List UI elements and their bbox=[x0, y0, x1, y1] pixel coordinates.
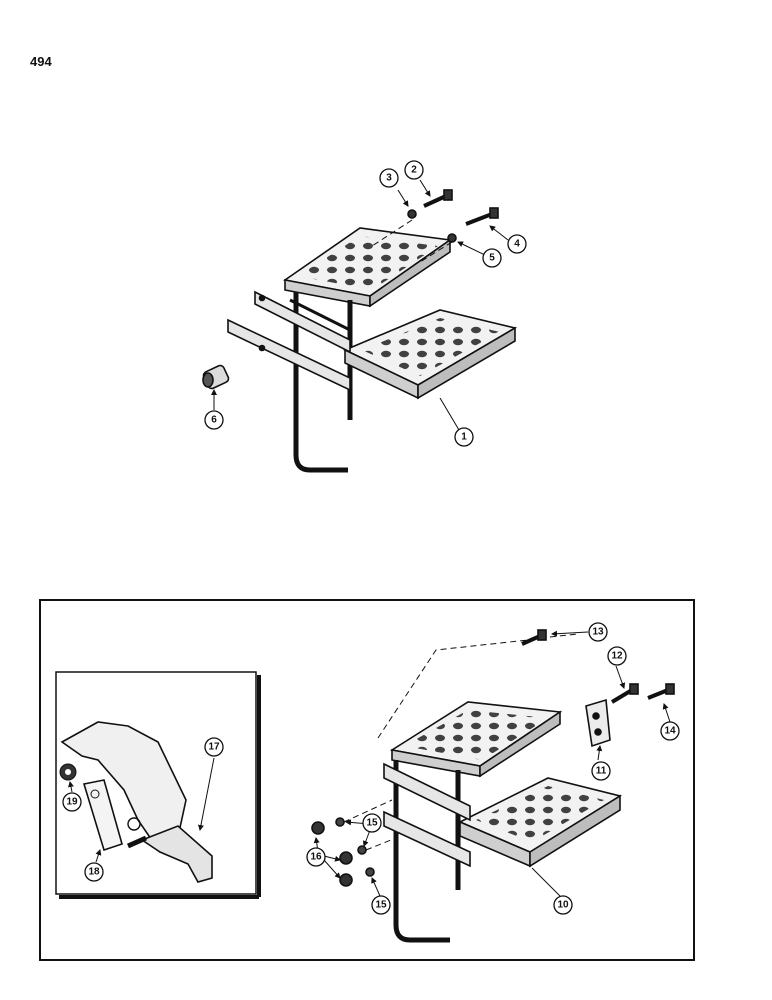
bolt-12 bbox=[610, 683, 639, 704]
washer-15-b bbox=[357, 845, 367, 855]
callout-3: 3 bbox=[386, 173, 392, 184]
lower-callout-labels: 10 11 12 13 14 15 15 16 bbox=[310, 627, 676, 911]
bolt-14 bbox=[647, 683, 675, 700]
washer-15-a bbox=[335, 817, 345, 827]
washer-15-c bbox=[365, 867, 375, 877]
plate-hole bbox=[90, 789, 100, 799]
lower-mounting-bars bbox=[383, 762, 471, 868]
callout-1: 1 bbox=[461, 432, 467, 443]
bolt-13 bbox=[521, 629, 547, 646]
callout-4: 4 bbox=[514, 239, 520, 250]
lower-tread-bottom bbox=[458, 777, 623, 868]
lower-step-assembly bbox=[311, 629, 675, 943]
bolt-4 bbox=[465, 207, 499, 226]
lower-panel-border bbox=[39, 599, 695, 961]
nut-16-b bbox=[339, 851, 353, 865]
upper-callout-circles bbox=[204, 160, 527, 447]
washer-5 bbox=[447, 233, 457, 243]
angle-bracket bbox=[585, 698, 611, 748]
callout-14: 14 bbox=[664, 726, 676, 737]
upper-callout-labels: 1 2 3 4 5 6 bbox=[211, 165, 520, 443]
inset-callout-circles bbox=[62, 737, 224, 882]
callout-5: 5 bbox=[489, 253, 495, 264]
inset-leaders bbox=[68, 757, 215, 863]
bolt-2 bbox=[423, 189, 453, 208]
upper-tread-bottom bbox=[343, 309, 518, 400]
callout-13: 13 bbox=[592, 627, 604, 638]
nut-16-c bbox=[339, 873, 353, 887]
grab-handle bbox=[126, 825, 213, 883]
upper-step-assembly bbox=[202, 189, 518, 473]
callout-15-upper: 15 bbox=[366, 818, 378, 829]
lower-u-frame bbox=[393, 760, 461, 943]
callout-6: 6 bbox=[211, 415, 217, 426]
callout-2: 2 bbox=[411, 165, 417, 176]
callout-17: 17 bbox=[208, 742, 220, 753]
spacer-bushing bbox=[202, 364, 230, 390]
lower-tread-top bbox=[389, 701, 563, 778]
callout-15-lower: 15 bbox=[375, 900, 387, 911]
nut-16-a bbox=[311, 821, 325, 835]
callout-19: 19 bbox=[66, 797, 78, 808]
washer-3 bbox=[407, 209, 417, 219]
upper-leaders bbox=[211, 179, 509, 431]
lower-callout-circles bbox=[306, 622, 680, 915]
inset-box bbox=[55, 671, 261, 899]
page-number: 494 bbox=[30, 54, 52, 69]
mounting-bars bbox=[227, 290, 351, 392]
callout-11: 11 bbox=[596, 766, 607, 777]
callout-12: 12 bbox=[611, 651, 623, 662]
callout-10: 10 bbox=[557, 900, 569, 911]
upper-tread-top bbox=[282, 227, 453, 308]
callout-16: 16 bbox=[310, 852, 322, 863]
inset-callout-labels: 17 18 19 bbox=[66, 742, 220, 878]
callout-18: 18 bbox=[88, 867, 100, 878]
